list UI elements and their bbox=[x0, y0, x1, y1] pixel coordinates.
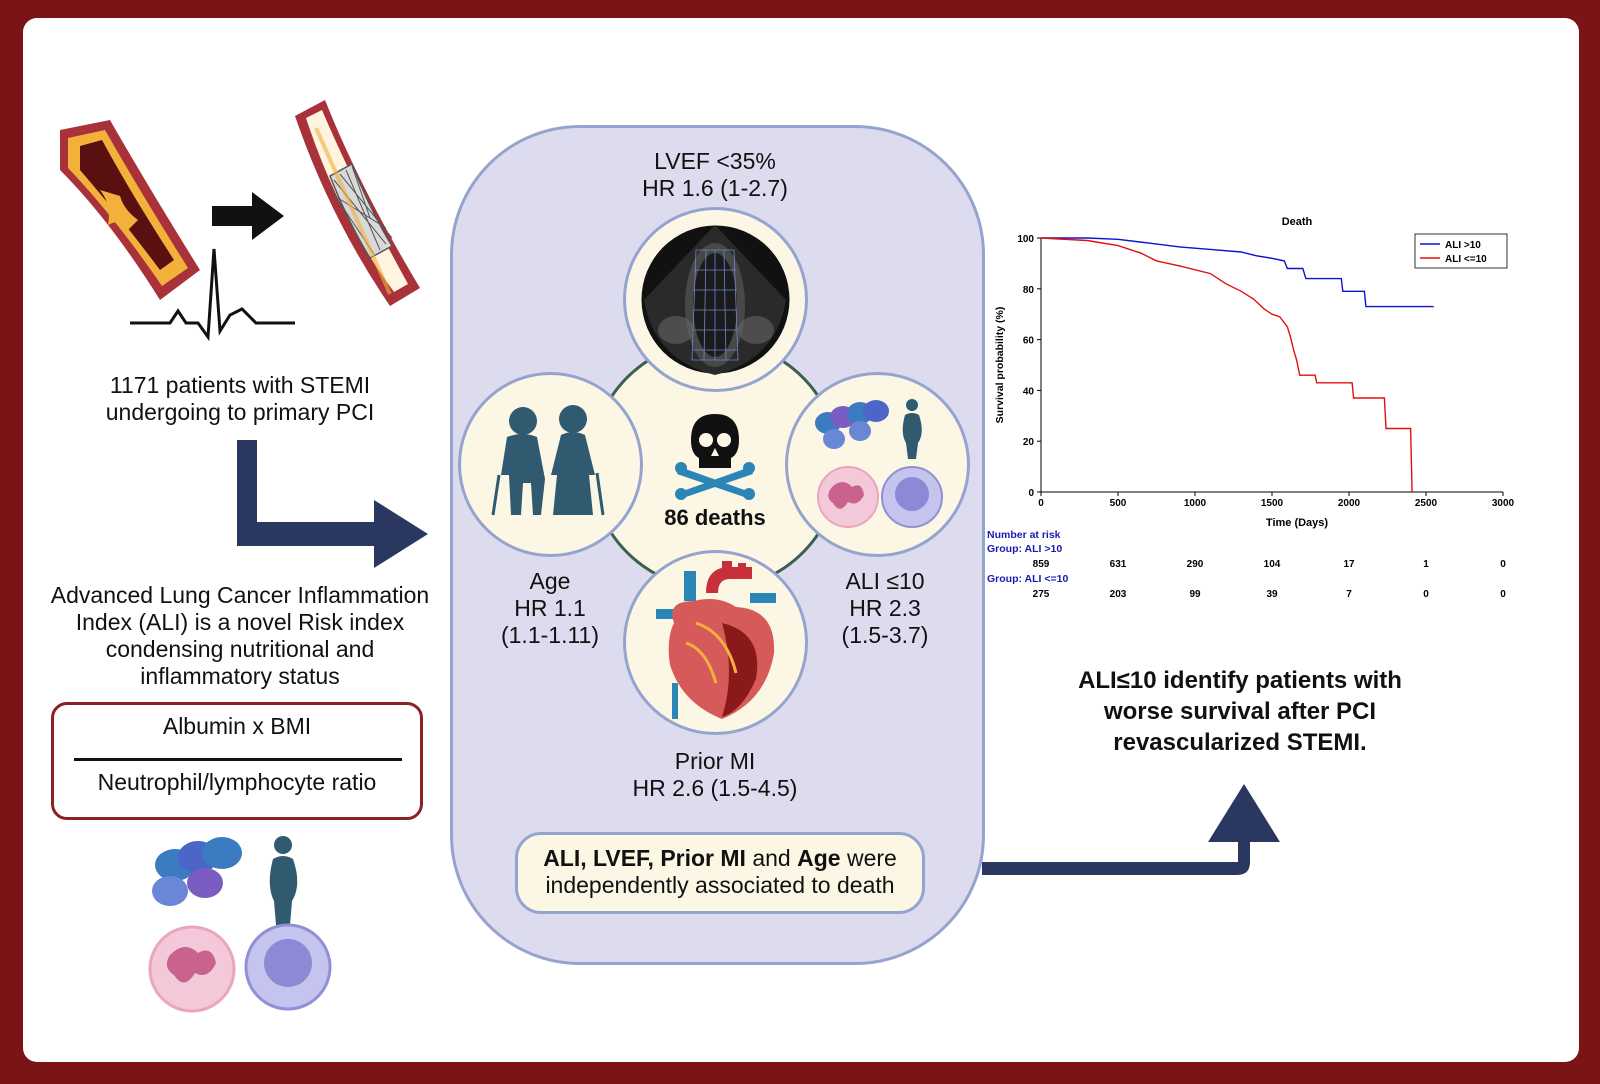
chart-series bbox=[1040, 237, 1434, 493]
independent-association-box: ALI, LVEF, Prior MI and Age were indepen… bbox=[515, 832, 925, 914]
x-axis-label: Time (Days) bbox=[1266, 517, 1328, 529]
risk-group-label: Group: ALI >10 bbox=[987, 543, 1062, 555]
risk-count: 17 bbox=[1343, 559, 1355, 570]
formula-numerator: Albumin x BMI bbox=[162, 713, 312, 739]
risk-count: 631 bbox=[1110, 559, 1127, 570]
ali-cells-icon bbox=[815, 399, 943, 528]
age-label: Age HR 1.1 (1.1-1.11) bbox=[500, 568, 599, 648]
risk-group-label: Group: ALI <=10 bbox=[987, 573, 1068, 585]
risk-count: 104 bbox=[1264, 559, 1281, 570]
y-tick-label: 60 bbox=[1023, 336, 1035, 347]
risk-count: 0 bbox=[1423, 589, 1429, 600]
x-tick-label: 1500 bbox=[1261, 498, 1284, 509]
risk-count: 0 bbox=[1500, 589, 1506, 600]
chart-axes: 0 500 1000 1500 2000 2500 3000 0 20 40 60 80 100 bbox=[1017, 234, 1514, 509]
ali-formula-box: Albumin x BMI Neutrophil/lymphocyte rati… bbox=[51, 702, 423, 820]
legend-entry: ALI <=10 bbox=[1445, 254, 1487, 265]
risk-count: 203 bbox=[1110, 589, 1127, 600]
survival-curve-1 bbox=[1041, 237, 1434, 308]
x-tick-label: 2500 bbox=[1415, 498, 1438, 509]
y-tick-label: 0 bbox=[1028, 488, 1034, 499]
lymphocyte-icon bbox=[244, 923, 332, 1011]
risk-count: 290 bbox=[1187, 559, 1204, 570]
ali-circle bbox=[785, 372, 970, 557]
lvef-echo-circle bbox=[623, 207, 808, 392]
formula-denominator: Neutrophil/lymphocyte ratio bbox=[97, 769, 377, 795]
legend-entry: ALI >10 bbox=[1445, 240, 1481, 251]
x-tick-label: 500 bbox=[1110, 498, 1127, 509]
prior-mi-label: Prior MI HR 2.6 (1.5-4.5) bbox=[632, 748, 798, 801]
elderly-couple-icon bbox=[491, 405, 605, 516]
prior-mi-circle bbox=[623, 550, 808, 735]
y-axis-label: Survival probability (%) bbox=[994, 307, 1006, 424]
risk-count: 0 bbox=[1500, 559, 1506, 570]
neutrophil-icon bbox=[148, 925, 236, 1013]
person-icon bbox=[269, 836, 298, 925]
risk-count: 859 bbox=[1033, 559, 1050, 570]
flow-arrow-to-conclusion bbox=[982, 784, 1280, 875]
artery-plaque-icon bbox=[60, 120, 200, 300]
deaths-count: 86 deaths bbox=[664, 505, 766, 530]
risk-count: 39 bbox=[1266, 589, 1278, 600]
age-circle bbox=[458, 372, 643, 557]
risk-table-header: Number at risk bbox=[987, 529, 1061, 541]
right-arrow-icon bbox=[212, 192, 284, 240]
independent-association-text: ALI, LVEF, Prior MI and Age were indepen… bbox=[543, 845, 897, 898]
ali-label: ALI ≤10 HR 2.3 (1.5-3.7) bbox=[841, 568, 929, 648]
risk-count: 7 bbox=[1346, 589, 1352, 600]
blood-cells-icon bbox=[148, 836, 332, 1013]
y-tick-label: 80 bbox=[1023, 285, 1035, 296]
echocardiogram-icon bbox=[641, 225, 790, 375]
patients-text: 1171 patients with STEMI undergoing to p… bbox=[105, 372, 375, 425]
x-tick-label: 0 bbox=[1038, 498, 1044, 509]
risk-count: 275 bbox=[1033, 589, 1050, 600]
x-tick-label: 3000 bbox=[1492, 498, 1515, 509]
heart-icon bbox=[656, 561, 776, 719]
flow-arrow-to-center bbox=[237, 440, 428, 568]
risk-count: 1 bbox=[1423, 559, 1429, 570]
stent-artery-icon bbox=[295, 100, 420, 306]
x-tick-label: 2000 bbox=[1338, 498, 1361, 509]
ecg-trace-icon bbox=[130, 248, 295, 342]
ali-description-text: Advanced Lung Cancer Inflammation Index … bbox=[50, 582, 430, 689]
skull-crossbones-icon bbox=[675, 414, 755, 500]
main-conclusion: ALI≤10 identify patients with worse surv… bbox=[1078, 667, 1402, 756]
y-tick-label: 100 bbox=[1017, 234, 1034, 245]
albumin-molecule-icon bbox=[152, 837, 242, 906]
legend-box bbox=[1414, 233, 1508, 269]
risk-count: 99 bbox=[1189, 589, 1201, 600]
y-tick-label: 40 bbox=[1023, 386, 1035, 397]
chart-title: Death bbox=[1282, 216, 1313, 228]
survival-curve-2 bbox=[1040, 237, 1413, 493]
x-tick-label: 1000 bbox=[1184, 498, 1207, 509]
lvef-label: LVEF <35% HR 1.6 (1-2.7) bbox=[642, 148, 788, 201]
y-tick-label: 20 bbox=[1023, 437, 1035, 448]
fraction-bar bbox=[74, 758, 402, 761]
